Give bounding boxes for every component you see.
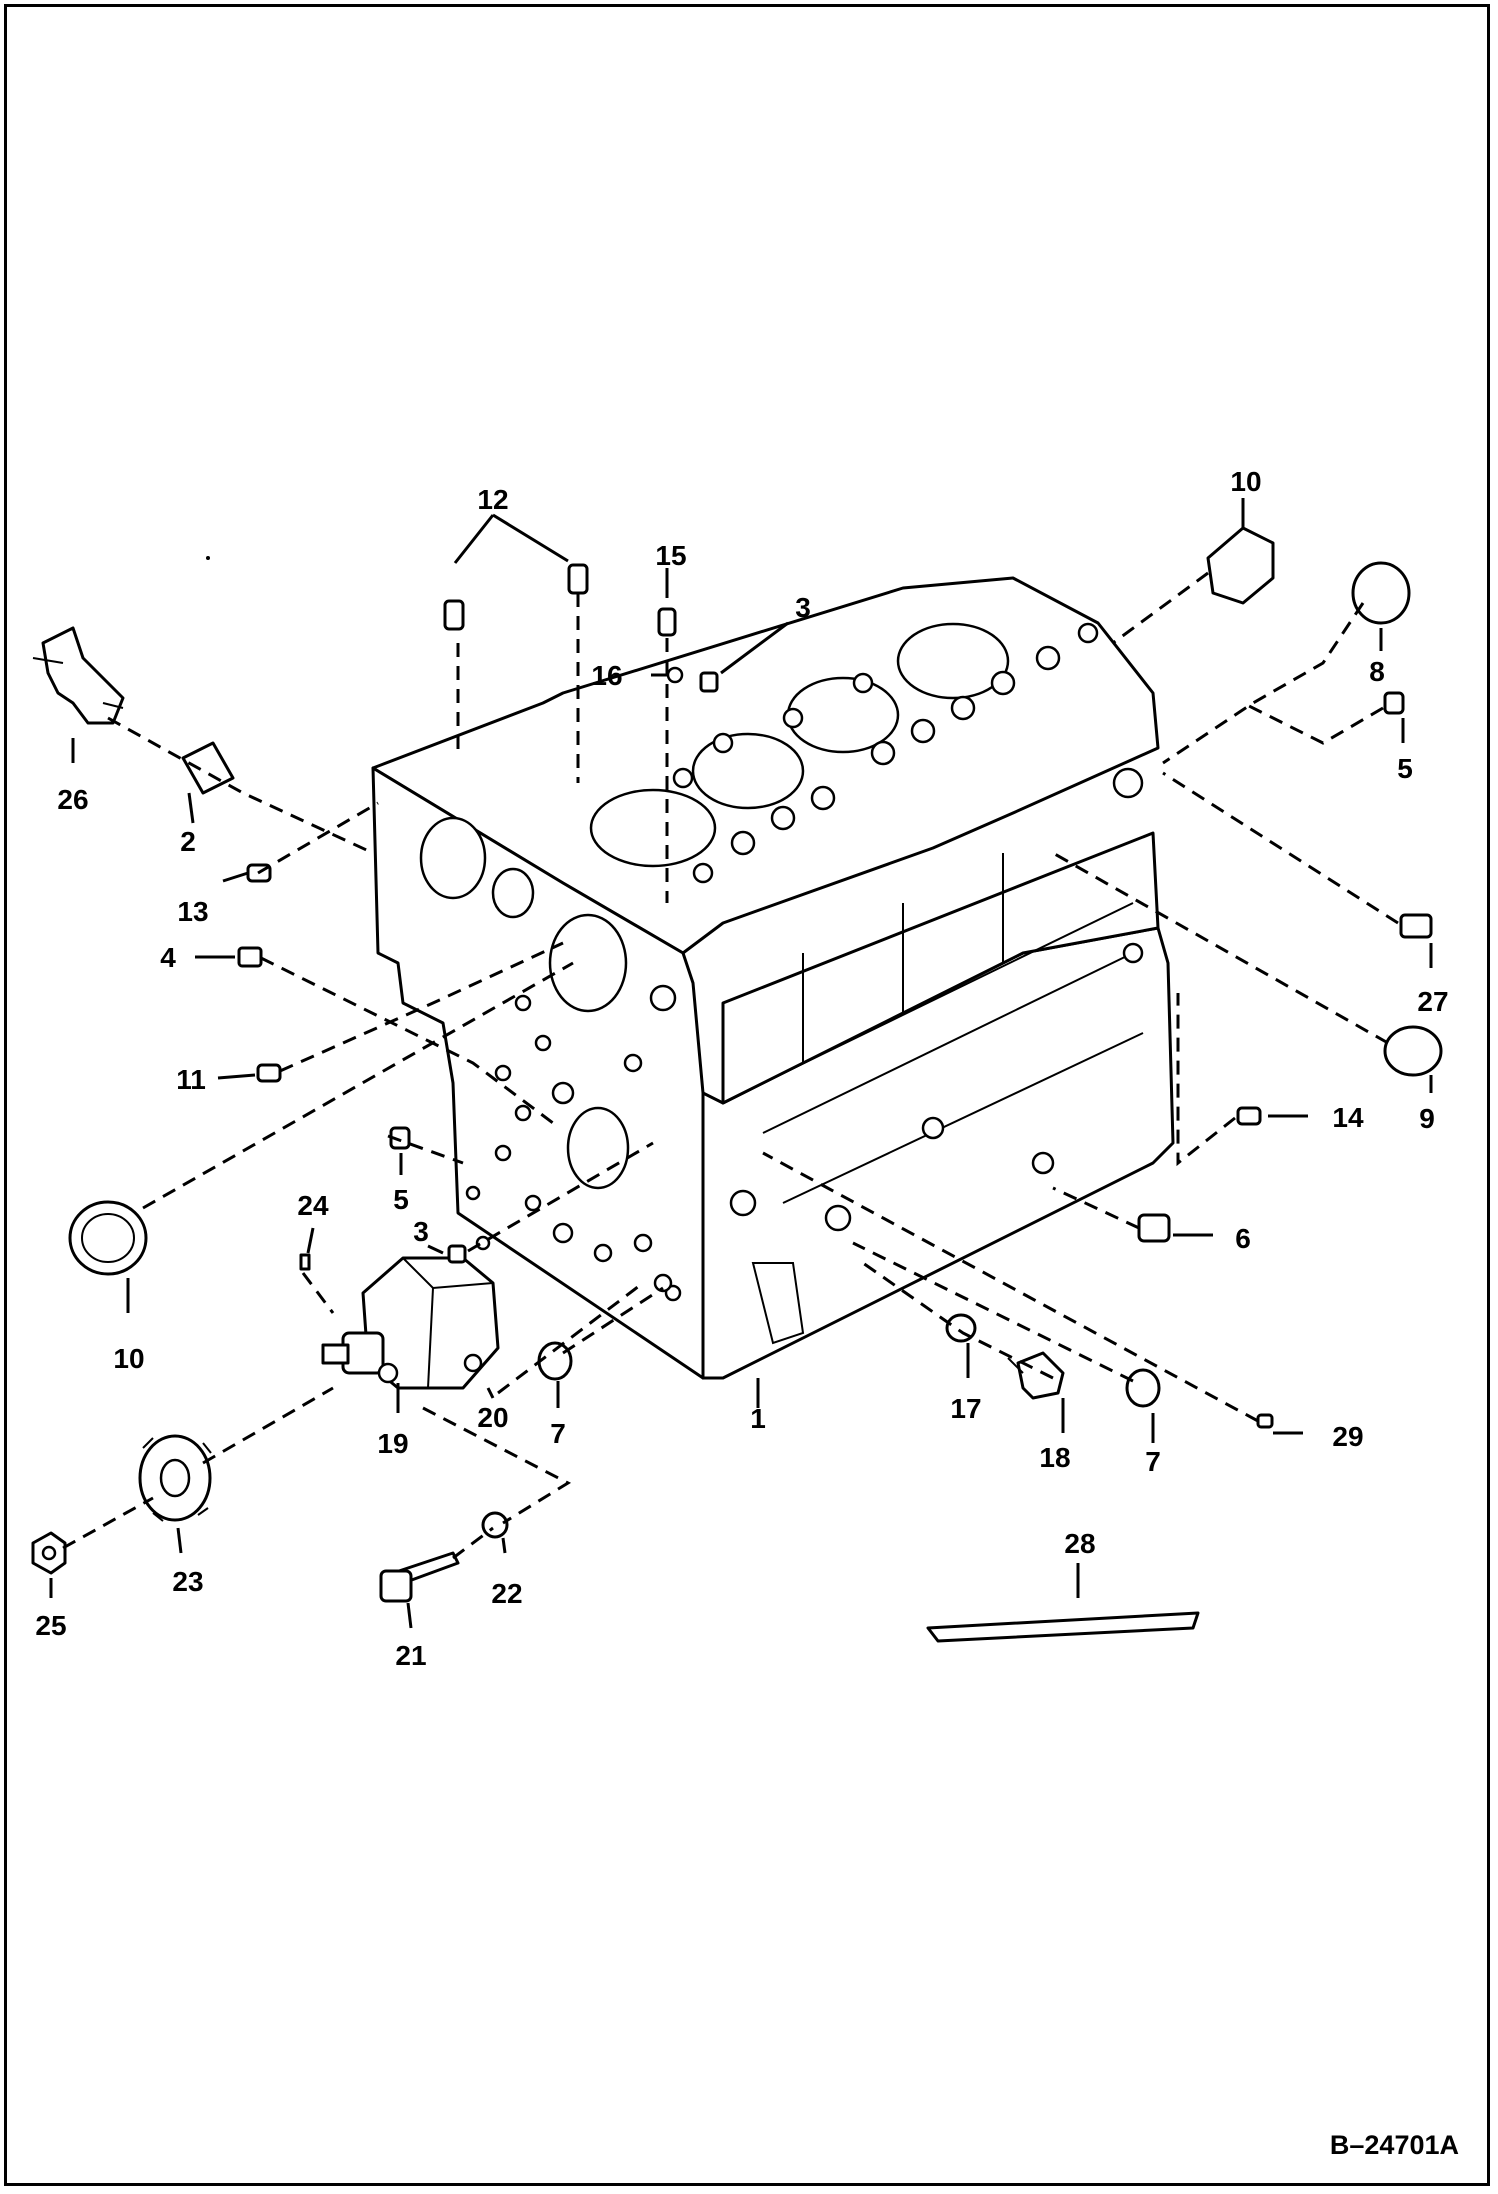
callout-3b: 3 [413,1216,429,1247]
callout-10b: 10 [113,1343,144,1374]
pin-5-right [1383,691,1405,715]
callout-12: 12 [477,484,508,515]
callout-14: 14 [1332,1102,1364,1133]
callout-13: 13 [177,896,208,927]
dowel-pin-12b [567,563,589,595]
callout-16: 16 [591,660,622,691]
callout-8: 8 [1369,656,1385,687]
plug-3-left [447,1244,467,1264]
callout-1: 1 [750,1403,766,1434]
callout-2: 2 [180,826,196,857]
callout-19: 19 [377,1428,408,1459]
callout-labels: 1 2 3 3 4 5 5 6 7 7 8 9 10 10 11 12 13 1… [35,466,1448,1671]
callout-5a: 5 [1397,753,1413,784]
o-ring-16 [666,666,684,684]
plug-4 [237,946,263,968]
callout-10a: 10 [1230,466,1261,497]
sealing-cap-10-top [1206,526,1275,605]
callout-24: 24 [297,1190,329,1221]
pin-24 [299,1253,311,1271]
callout-15: 15 [655,540,686,571]
oil-pump-assembly [321,1256,500,1390]
washer-17 [945,1313,977,1343]
callout-29: 29 [1332,1421,1363,1452]
oil-seal-9 [1383,1025,1443,1077]
callout-25: 25 [35,1610,66,1641]
engine-block [371,576,1175,1380]
sealing-cap-8 [1351,561,1411,625]
sealant-28 [926,1611,1200,1643]
bolt-18 [1016,1351,1065,1400]
leader-lines [49,498,1433,1629]
callout-21: 21 [395,1640,426,1671]
exploded-parts-diagram: 1 2 3 3 4 5 5 6 7 7 8 9 10 10 11 12 13 1… [31,466,1449,1671]
callout-26: 26 [57,784,88,815]
callout-22: 22 [491,1578,522,1609]
callout-17: 17 [950,1393,981,1424]
cap-7-right [1125,1368,1161,1408]
callout-18: 18 [1039,1442,1070,1473]
callout-5b: 5 [393,1184,409,1215]
drain-fitting [32,626,125,725]
dowel-pin-12a [443,599,465,631]
idle-gear [138,1434,212,1522]
callout-4: 4 [160,942,176,973]
sealing-cap-10-left [68,1200,148,1276]
plug-2 [181,741,235,795]
plug-27 [1399,913,1433,939]
callout-27: 27 [1417,986,1448,1017]
figure-id: B–24701A [1329,2130,1459,2160]
callout-6: 6 [1235,1223,1251,1254]
plug-6 [1137,1213,1171,1243]
callout-28: 28 [1064,1528,1095,1559]
pin-29 [1256,1413,1274,1429]
diagram-frame: 1 2 3 3 4 5 5 6 7 7 8 9 10 10 11 12 13 1… [4,4,1490,2186]
callout-11: 11 [176,1064,206,1095]
callout-7b: 7 [1145,1446,1161,1477]
dowel-pin-15 [657,607,677,637]
callout-23: 23 [172,1566,203,1597]
callout-3a: 3 [795,592,811,623]
callout-20: 20 [477,1402,508,1433]
pin-14 [1236,1106,1262,1126]
callout-7a: 7 [550,1418,566,1449]
plug-3-top [699,671,719,693]
callout-9: 9 [1419,1103,1435,1134]
washer-22 [481,1511,509,1539]
pin-11 [256,1063,282,1083]
